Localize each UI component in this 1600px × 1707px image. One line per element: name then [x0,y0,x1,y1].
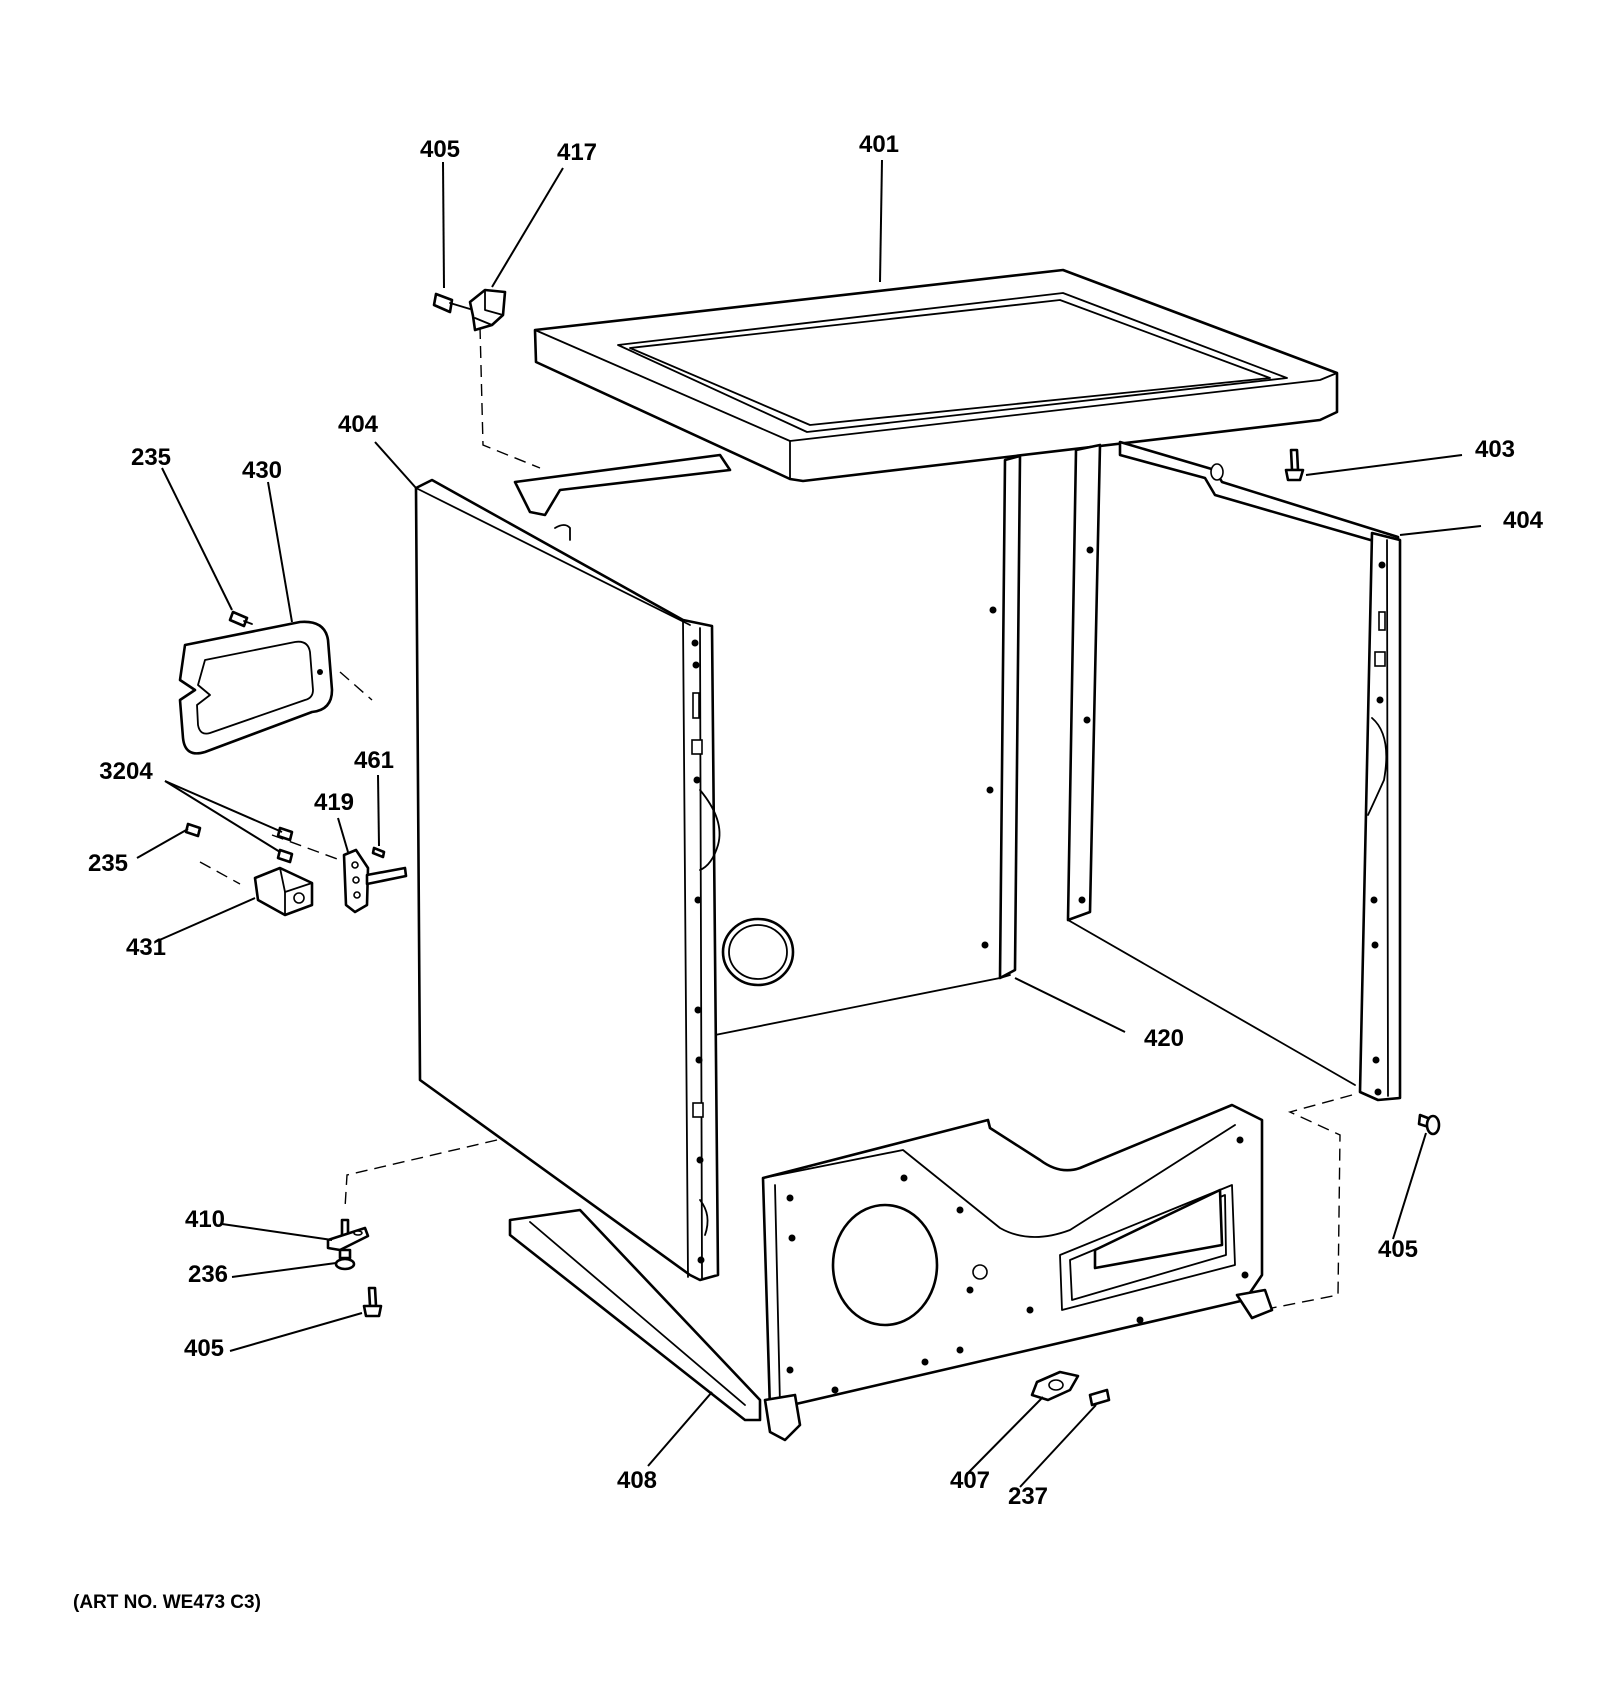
callout-405: 405 [184,1335,224,1362]
callout-408: 408 [617,1467,657,1494]
callout-236: 236 [188,1261,228,1288]
callout-410: 410 [185,1206,225,1233]
callout-431: 431 [126,934,166,961]
top-panel-401 [533,268,1339,483]
right-side-panel-404 [1358,531,1402,1102]
callout-405: 405 [1378,1236,1418,1263]
callout-403: 403 [1475,436,1515,463]
cabinet-frame-420 [513,440,1400,1086]
callout-420: 420 [1144,1025,1184,1052]
callout-407: 407 [950,1467,990,1494]
base-408 [508,1103,1274,1442]
assembly-guide-lines [199,326,1353,1309]
callout-404: 404 [338,411,379,438]
callout-235: 235 [131,444,171,471]
callout-417: 417 [557,139,597,166]
callout-3204: 3204 [99,758,153,785]
callout-430: 430 [242,457,282,484]
callout-419: 419 [314,789,354,816]
callout-401: 401 [859,131,899,158]
callout-405: 405 [420,136,460,163]
callout-461: 461 [354,747,394,774]
callout-235: 235 [88,850,128,877]
left-side-panel-404 [414,478,795,1282]
callout-237: 237 [1008,1483,1048,1510]
small-parts [178,288,1441,1407]
callout-404: 404 [1503,507,1544,534]
art-number: (ART NO. WE473 C3) [73,1592,261,1613]
leader-lines [136,159,1482,1488]
callout-labels: 405 417 401 404 235 430 403 404 3204 461… [88,131,1544,1510]
